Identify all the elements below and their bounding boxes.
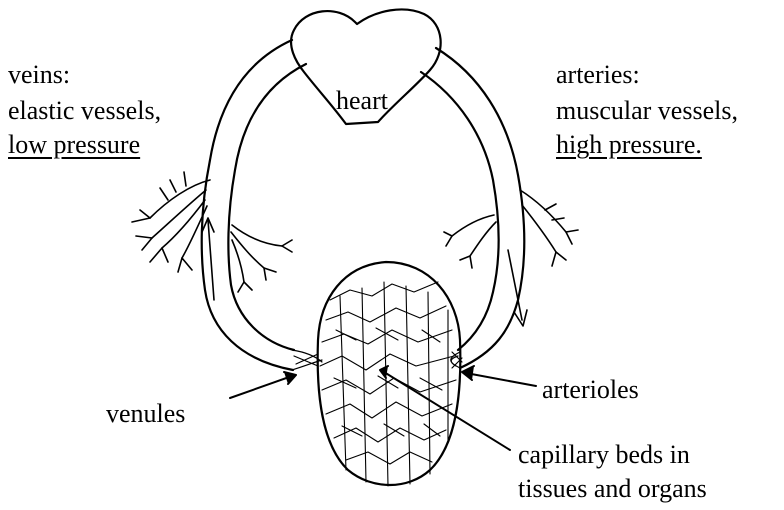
- capillary-mesh: [320, 282, 456, 486]
- vein-branches-left: [132, 172, 210, 272]
- vein-branches-inner: [231, 225, 292, 292]
- artery-inner-wall: [421, 72, 499, 350]
- venules-label: venules: [106, 397, 185, 431]
- arteries-description: muscular vessels,: [556, 94, 738, 128]
- vein-inner-wall: [228, 64, 306, 350]
- arteries-pressure: high pressure.: [556, 128, 702, 162]
- arterioles-label: arterioles: [542, 373, 639, 407]
- artery-branches-inner: [444, 215, 496, 268]
- venules-pointer: [230, 376, 292, 398]
- veins-title: veins:: [8, 58, 70, 92]
- arteries-title: arteries:: [556, 58, 640, 92]
- veins-pressure: low pressure: [8, 128, 140, 162]
- capillary-pointer: [384, 372, 510, 450]
- capillary-label-line2: tissues and organs: [518, 472, 707, 506]
- veins-description: elastic vessels,: [8, 94, 161, 128]
- arterioles-pointer: [466, 373, 536, 386]
- artery-branches-right: [520, 190, 578, 266]
- heart-label: heart: [336, 84, 388, 118]
- capillary-label-line1: capillary beds in: [518, 438, 690, 472]
